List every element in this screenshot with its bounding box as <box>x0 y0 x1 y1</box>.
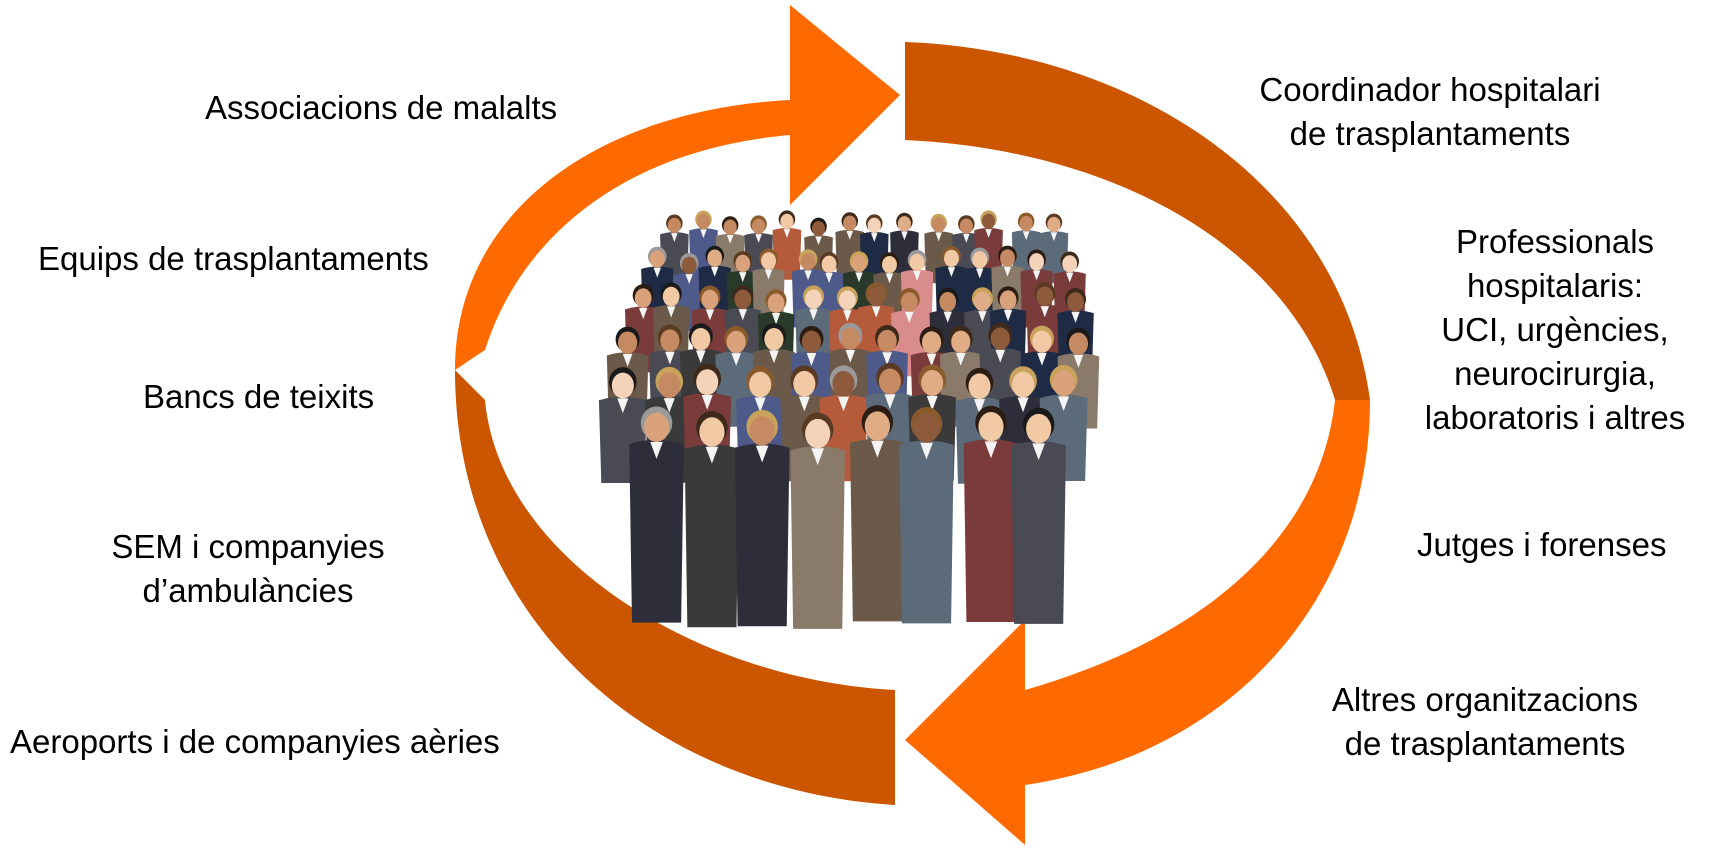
label-altres: Altres organitzacions de trasplantaments <box>1305 678 1665 766</box>
label-line: Associacions de malalts <box>205 89 558 126</box>
label-jutges: Jutges i forenses <box>1417 523 1666 567</box>
label-associacions: Associacions de malalts <box>205 86 557 130</box>
crowd-person <box>1039 213 1069 283</box>
label-line: Aeroports i de companyies aèries <box>10 723 500 760</box>
label-line: de trasplantaments <box>1344 725 1626 762</box>
label-bancs: Bancs de teixits <box>143 375 374 419</box>
label-professionals: Professionals hospitalaris: UCI, urgènci… <box>1400 220 1710 440</box>
label-line: Altres organitzacions <box>1331 681 1639 718</box>
label-line: neurocirurgia, <box>1454 355 1656 392</box>
label-line: laboratoris i altres <box>1424 399 1686 436</box>
label-line: de trasplantaments <box>1289 115 1571 152</box>
crowd-person <box>1011 407 1066 624</box>
label-line: UCI, urgències, <box>1441 311 1669 348</box>
label-line: Bancs de teixits <box>143 378 375 415</box>
label-equips: Equips de trasplantaments <box>38 237 429 281</box>
crowd-person <box>890 212 919 283</box>
crowd-person <box>790 412 845 629</box>
crowd-person <box>684 411 740 628</box>
arrow-top-left <box>455 5 900 370</box>
crowd-person <box>850 405 905 622</box>
arrow-top-right <box>905 42 1370 400</box>
arrow-bottom-right <box>905 400 1370 845</box>
label-line: Jutges i forenses <box>1417 526 1667 563</box>
crowd-person <box>629 406 684 623</box>
label-sem: SEM i companyies d’ambulàncies <box>93 525 403 613</box>
crowd-person <box>963 405 1019 623</box>
crowd-person <box>734 409 790 627</box>
label-aeroports: Aeroports i de companyies aèries <box>10 720 500 764</box>
label-line: SEM i companyies <box>111 528 385 565</box>
label-line: Equips de trasplantaments <box>38 240 429 277</box>
crowd-person <box>859 214 889 284</box>
label-line: d’ambulàncies <box>142 572 354 609</box>
crowd-person <box>899 407 954 624</box>
crowd-person <box>772 210 802 280</box>
label-line: hospitalaris: <box>1466 267 1644 304</box>
label-coordinador: Coordinador hospitalari de trasplantamen… <box>1245 68 1615 156</box>
label-line: Professionals <box>1455 223 1655 260</box>
label-line: Coordinador hospitalari <box>1259 71 1601 108</box>
arrow-bottom-left <box>455 370 895 805</box>
